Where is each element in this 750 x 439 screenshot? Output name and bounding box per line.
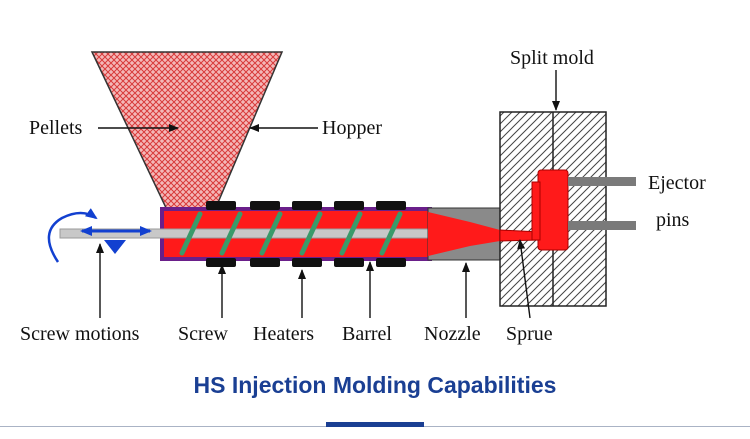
- label-ejector: Ejector: [648, 172, 706, 194]
- screw-down-arrow-icon: [104, 240, 126, 254]
- rotation-arrow: [47, 208, 98, 263]
- label-hopper: Hopper: [322, 117, 382, 139]
- caption-title: HS Injection Molding Capabilities: [193, 372, 557, 398]
- label-nozzle: Nozzle: [424, 323, 481, 345]
- label-screw-motions: Screw motions: [20, 323, 140, 345]
- screw-flights: [179, 211, 403, 256]
- label-barrel: Barrel: [342, 323, 392, 345]
- sprue-and-cavity: [499, 169, 569, 251]
- nozzle-melt: [428, 212, 500, 256]
- label-heaters: Heaters: [253, 323, 314, 345]
- label-split-mold: Split mold: [510, 47, 594, 69]
- label-screw: Screw: [178, 323, 229, 345]
- hopper: [90, 51, 284, 213]
- label-pellets: Pellets: [29, 117, 83, 139]
- leader-lines: [96, 70, 560, 319]
- caption-divider-accent: [326, 422, 424, 427]
- label-sprue: Sprue: [506, 323, 553, 345]
- screw-motion-arrows: [47, 208, 152, 263]
- label-pins: pins: [656, 209, 690, 231]
- ejector-pins: [568, 177, 636, 230]
- heater-bands: [206, 201, 406, 267]
